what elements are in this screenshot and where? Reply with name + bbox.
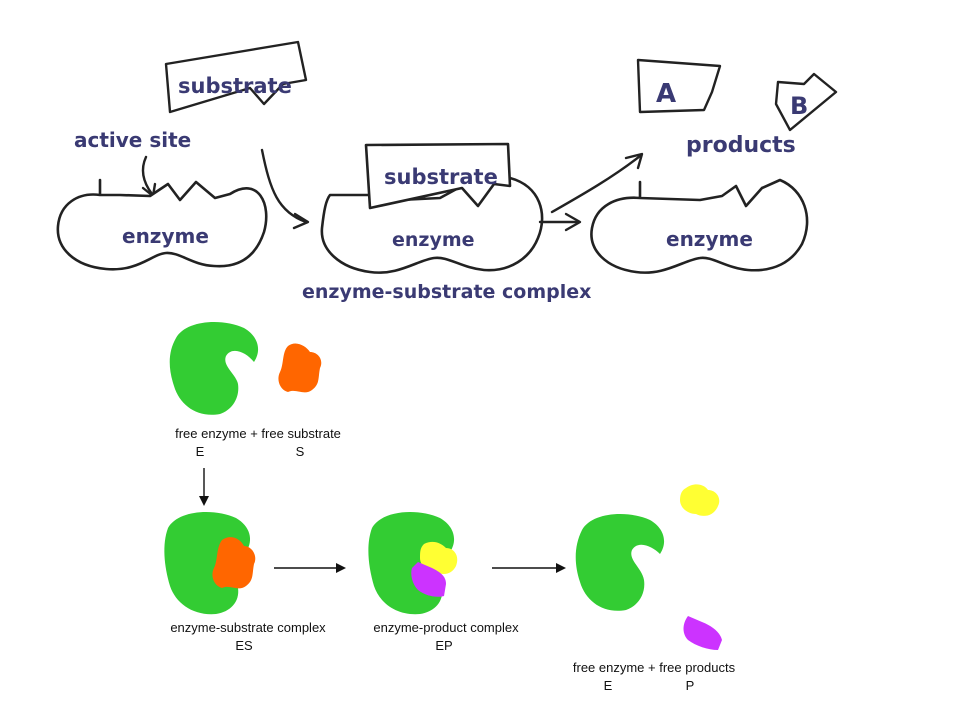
free-state-group: free enzyme + free substrate E S [169,322,341,459]
products-label: products [686,133,796,158]
final-enzyme-symbol: E [604,678,613,693]
es-complex-label: enzyme-substrate complex [302,281,591,303]
es-complex-group: enzyme-substrate complex ES [164,512,326,653]
free-enzyme-symbol: E [196,444,205,459]
es-substrate-label: substrate [384,165,498,189]
free-enzyme-shape [169,322,259,415]
es-symbol: ES [235,638,253,653]
binding-down-arrow [199,468,209,506]
free-substrate-shape: substrate [164,40,308,114]
enzyme-label: enzyme [122,224,209,248]
final-enzyme-shape [575,514,665,611]
es-caption: enzyme-substrate complex [170,620,326,635]
sketch-panel: substrate active site enzyme substrate e… [56,40,838,303]
final-caption: free enzyme + free products [573,660,736,675]
es-enzyme-label: enzyme [392,229,475,251]
ep-to-free-arrow [492,563,566,573]
final-enzyme-label: enzyme [666,227,753,251]
product-a-label: A [656,79,676,109]
substrate-label: substrate [178,74,292,98]
es-to-ep-arrow [274,563,346,573]
active-site-arrow [141,155,157,198]
product-b-shape: B [774,72,838,132]
product-a-shape: A [636,58,722,114]
sketch-es-complex: substrate enzyme enzyme-substrate comple… [302,142,591,303]
product-b-label: B [790,92,808,120]
ep-symbol: EP [435,638,452,653]
ep-complex-group: enzyme-product complex EP [368,512,519,653]
sketch-arrow-binding [260,148,310,230]
ep-caption: enzyme-product complex [373,620,519,635]
free-state-caption: free enzyme + free substrate [175,426,341,441]
final-products-symbol: P [686,678,695,693]
schematic-panel: free enzyme + free substrate E S enzyme-… [164,322,736,693]
final-product-yellow-shape [680,484,720,516]
sketch-enzyme-shape: enzyme [56,178,268,271]
sketch-final-enzyme: enzyme [590,178,809,274]
free-substrate-shape [278,343,322,393]
ep-product-yellow-shape [420,541,458,574]
ep-product-magenta-shape [411,562,446,597]
free-substrate-symbol: S [296,444,305,459]
sketch-arrow-release [538,152,644,232]
es-substrate-shape [212,537,256,589]
final-state-group: free enzyme + free products E P [573,484,736,693]
active-site-label: active site [74,128,191,152]
final-product-magenta-shape [683,616,722,650]
